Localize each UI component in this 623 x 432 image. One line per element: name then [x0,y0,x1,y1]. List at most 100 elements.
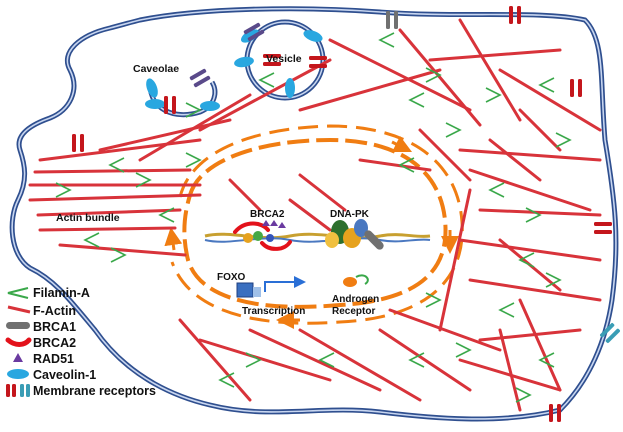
f-actin-filament [458,148,602,162]
legend-label: BRCA2 [33,336,76,350]
membrane-receptor-icon [263,54,281,66]
filamin-a-crosslink [518,252,535,268]
f-actin-filament [458,358,562,392]
f-actin-filament [288,198,332,232]
f-actin-filament [518,108,562,152]
dna-pk-complex [325,219,384,250]
legend-label: Caveolin-1 [33,368,96,382]
brca2-label: BRCA2 [250,209,285,220]
actin-bundle-label: Actin bundle [56,212,120,224]
filamin-a-crosslink [108,157,125,173]
legend-label: F-Actin [33,304,76,318]
f-actin-filament [38,138,202,162]
filamin-a-crosslink [245,352,262,368]
filamin-a-crosslink [538,77,555,93]
caveolin-1-icon [234,56,254,68]
legend-item-membrane-receptors: Membrane receptors [6,384,156,398]
f-actin-filament [28,193,202,202]
androgen-label: Androgen [332,294,379,305]
legend: Filamin-A F-Actin BRCA1 BRCA2 RAD51 Cave… [5,286,156,398]
foxo-label: FOXO [217,272,246,283]
filamin-a-crosslink [185,102,202,118]
membrane-receptor-icon [386,11,398,29]
filamin-a-crosslink [55,182,72,198]
filamin-a-crosslink [258,72,275,88]
membrane-receptors [72,6,620,422]
filamin-a-crosslink [498,302,515,318]
filamin-a-crosslink [408,92,425,108]
brca2-icon [5,337,32,347]
caveolin-1-icon [7,369,29,379]
filamin-a-crosslink [515,387,532,403]
filamin-a-crosslink [445,122,462,138]
filamin-a-crosslink [185,152,202,168]
membrane-receptor-icon [509,6,521,24]
legend-item-f-actin: F-Actin [7,304,76,318]
filamin-a-icon [7,287,29,299]
caveolin-1-icon [145,99,165,109]
receptor-label: Receptor [332,306,375,317]
f-actin-filament [468,168,592,212]
foxo-complex [236,276,306,298]
f-actin-icon [7,305,31,314]
f-actin-filament [248,328,382,392]
f-actin-filament [498,328,522,412]
rad51-icon [13,353,23,362]
f-actin-filament [388,308,502,352]
membrane-receptor-icon [549,404,561,422]
cell-membrane [9,6,619,422]
membrane-receptor-icon [600,323,620,343]
f-actin-network [28,18,602,412]
f-actin-filament [58,243,187,257]
f-actin-filament [298,68,442,112]
f-actin-filament [458,238,602,262]
f-actin-filament [518,298,562,392]
filamin-a-crosslink [555,132,572,148]
vesicle-label: Vesicle [266,53,302,65]
brca2-icon [233,221,270,234]
caveolin-1-icon [240,29,260,43]
filamin-a-crosslink [318,352,335,368]
f-actin-filament [478,328,582,342]
dna-pk-label: DNA-PK [330,209,370,220]
caveolin-1-icon [285,78,295,98]
membrane-receptor-icon [594,222,612,234]
legend-label: Membrane receptors [33,384,156,398]
f-actin-filament [358,158,432,172]
filamin-a-crosslink [218,372,235,388]
filamin-a-crosslink [545,272,562,288]
membrane-receptor-icon [243,22,265,42]
caveolin-1-icon [146,78,158,98]
filamin-a-crosslink [135,172,152,188]
f-actin-filament [33,168,192,174]
brca1-icon [364,230,384,250]
legend-label: BRCA1 [33,320,76,334]
brca1-icon [6,322,30,329]
transcription-label: Transcription [242,306,305,317]
f-actin-filament [398,28,482,127]
filamin-a-crosslink [455,342,472,358]
f-actin-filament [228,178,262,212]
f-actin-filament [38,226,177,232]
filamin-a-crosslink [425,67,442,83]
membrane-receptor-icon [570,79,582,97]
f-actin-filament [138,93,252,162]
nucleus-envelope [164,124,464,329]
f-actin-filament [478,208,602,217]
f-actin-filament [438,188,472,332]
f-actin-filament [198,338,332,382]
androgen-receptor [343,274,369,287]
filamin-a-crosslink [538,352,555,368]
caveolin-1-icon [303,30,323,42]
f-actin-filament [298,173,347,212]
membrane-receptor-icon [164,96,176,114]
rad51-icon [262,220,270,226]
f-actin-filament [378,328,472,392]
dna-strand [204,232,431,243]
filamin-a-crosslink [408,352,425,368]
filamin-a-network [55,32,572,403]
f-actin-filament [198,58,332,132]
f-actin-filament [418,128,472,182]
rad51-icon [270,220,278,226]
filamin-a-crosslink [158,207,175,223]
